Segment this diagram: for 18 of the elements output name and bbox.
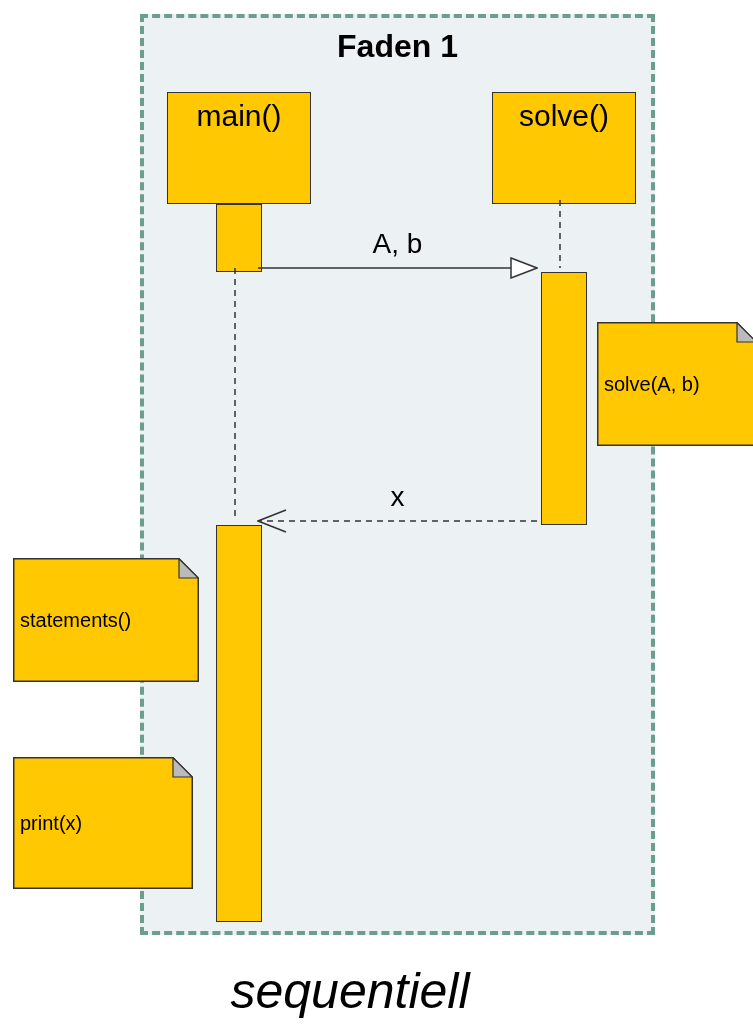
activation-bar xyxy=(541,272,587,525)
note-box xyxy=(13,757,193,889)
lifeline xyxy=(559,199,561,269)
lifeline-name: solve() xyxy=(519,99,609,133)
note-box xyxy=(597,322,753,446)
activation-bar xyxy=(216,525,262,922)
note-text: print(x) xyxy=(20,811,83,835)
message-arrow xyxy=(257,257,538,279)
frame-title: Faden 1 xyxy=(337,28,458,65)
caption: sequentiell xyxy=(230,962,470,1020)
note-text: solve(A, b) xyxy=(604,372,700,396)
lifeline-name: main() xyxy=(196,99,282,133)
note-text: statements() xyxy=(20,608,132,632)
lifeline-box xyxy=(492,92,636,204)
lifeline-box xyxy=(167,92,311,204)
activation-bar xyxy=(216,204,262,272)
note-box xyxy=(13,558,199,682)
message-arrow xyxy=(257,509,538,533)
